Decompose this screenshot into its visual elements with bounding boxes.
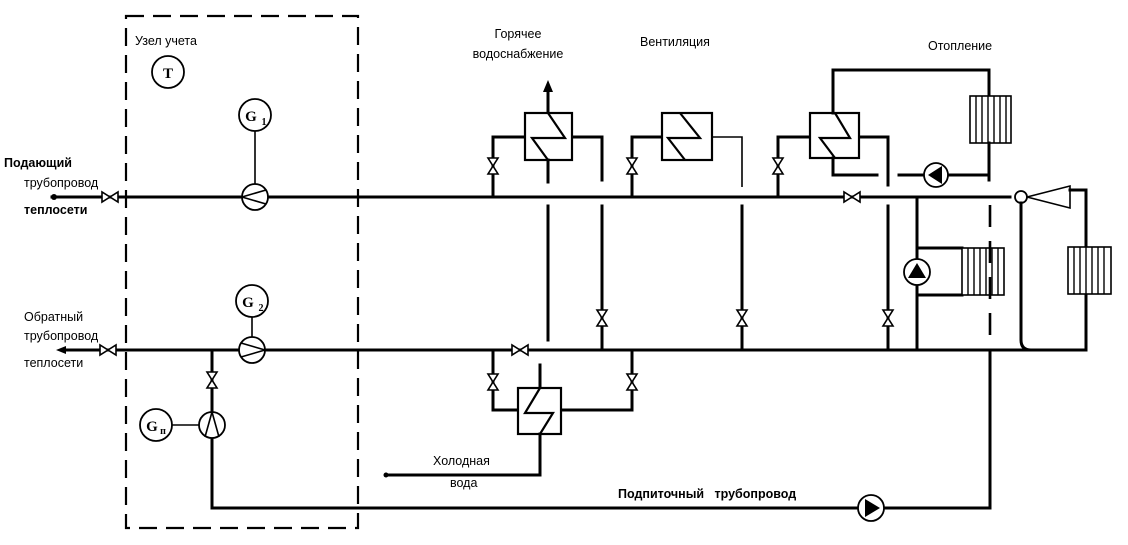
return-line-label-2: трубопровод [24,329,99,343]
metering-node-label: Узел учета [135,34,197,48]
supply-line-label-2: трубопровод [24,176,99,190]
heating-circulation-pump [897,162,991,188]
heating-supply-valve [843,190,861,204]
hw-lower-valve-right [625,373,639,391]
cold-water-label-1: Холодная [433,454,490,468]
vent-riser-valve [735,309,749,327]
flow-meter-gp-letter: G [146,419,158,435]
return-line-label-1: Обратный [24,310,83,324]
temperature-meter: T [151,55,185,89]
radiator-right [1067,246,1112,295]
elevator-jet-pump [1014,184,1088,352]
hot-water-valve-upper [486,157,500,175]
return-outlet-valve [99,343,117,357]
metering-node-frame [124,14,360,530]
flow-meter-g2-letter: G [242,295,254,311]
makeup-pump [857,348,992,522]
return-line-label-3: теплосети [24,356,83,370]
makeup-line-label: Подпиточный трубопровод [618,487,796,501]
ventilation-heat-exchanger [625,111,743,199]
supply-inlet-valve [101,190,119,204]
heating-mixing-pump [903,258,931,286]
temperature-meter-label: T [163,66,173,82]
hw-riser-valve [595,309,609,327]
return-bypass-valve [511,343,529,357]
heating-heat-exchanger [771,68,991,199]
supply-line-label-1: Подающий [4,156,72,170]
flow-meter-g1: G 1 [238,98,272,211]
hot-water-heat-exchanger-upper [486,80,604,199]
hot-water-label-2: водоснабжение [473,47,564,61]
flow-meter-g2: G 2 [235,284,269,364]
flow-meter-g1-letter: G [245,109,257,125]
flow-meter-g2-sub: 2 [259,303,264,314]
radiator-upper [969,95,1012,144]
hw-lower-valve-left [486,373,500,391]
flow-meter-gp: G п [139,408,226,442]
hot-water-label-1: Горячее [495,27,542,41]
flow-meter-gp-sub: п [160,426,166,437]
hot-water-heat-exchanger-lower [383,343,639,478]
heating-valve-upper [771,157,785,175]
cold-water-label-2: вода [450,476,477,490]
radiator-middle [915,246,1005,297]
ventilation-label: Вентиляция [640,35,710,49]
makeup-valve [205,371,219,389]
supply-line-label-3: теплосети [24,203,87,217]
flow-meter-g1-sub: 1 [262,117,267,128]
ventilation-valve-upper [625,157,639,175]
heating-label: Отопление [928,39,992,53]
heating-riser-valve [881,309,895,327]
